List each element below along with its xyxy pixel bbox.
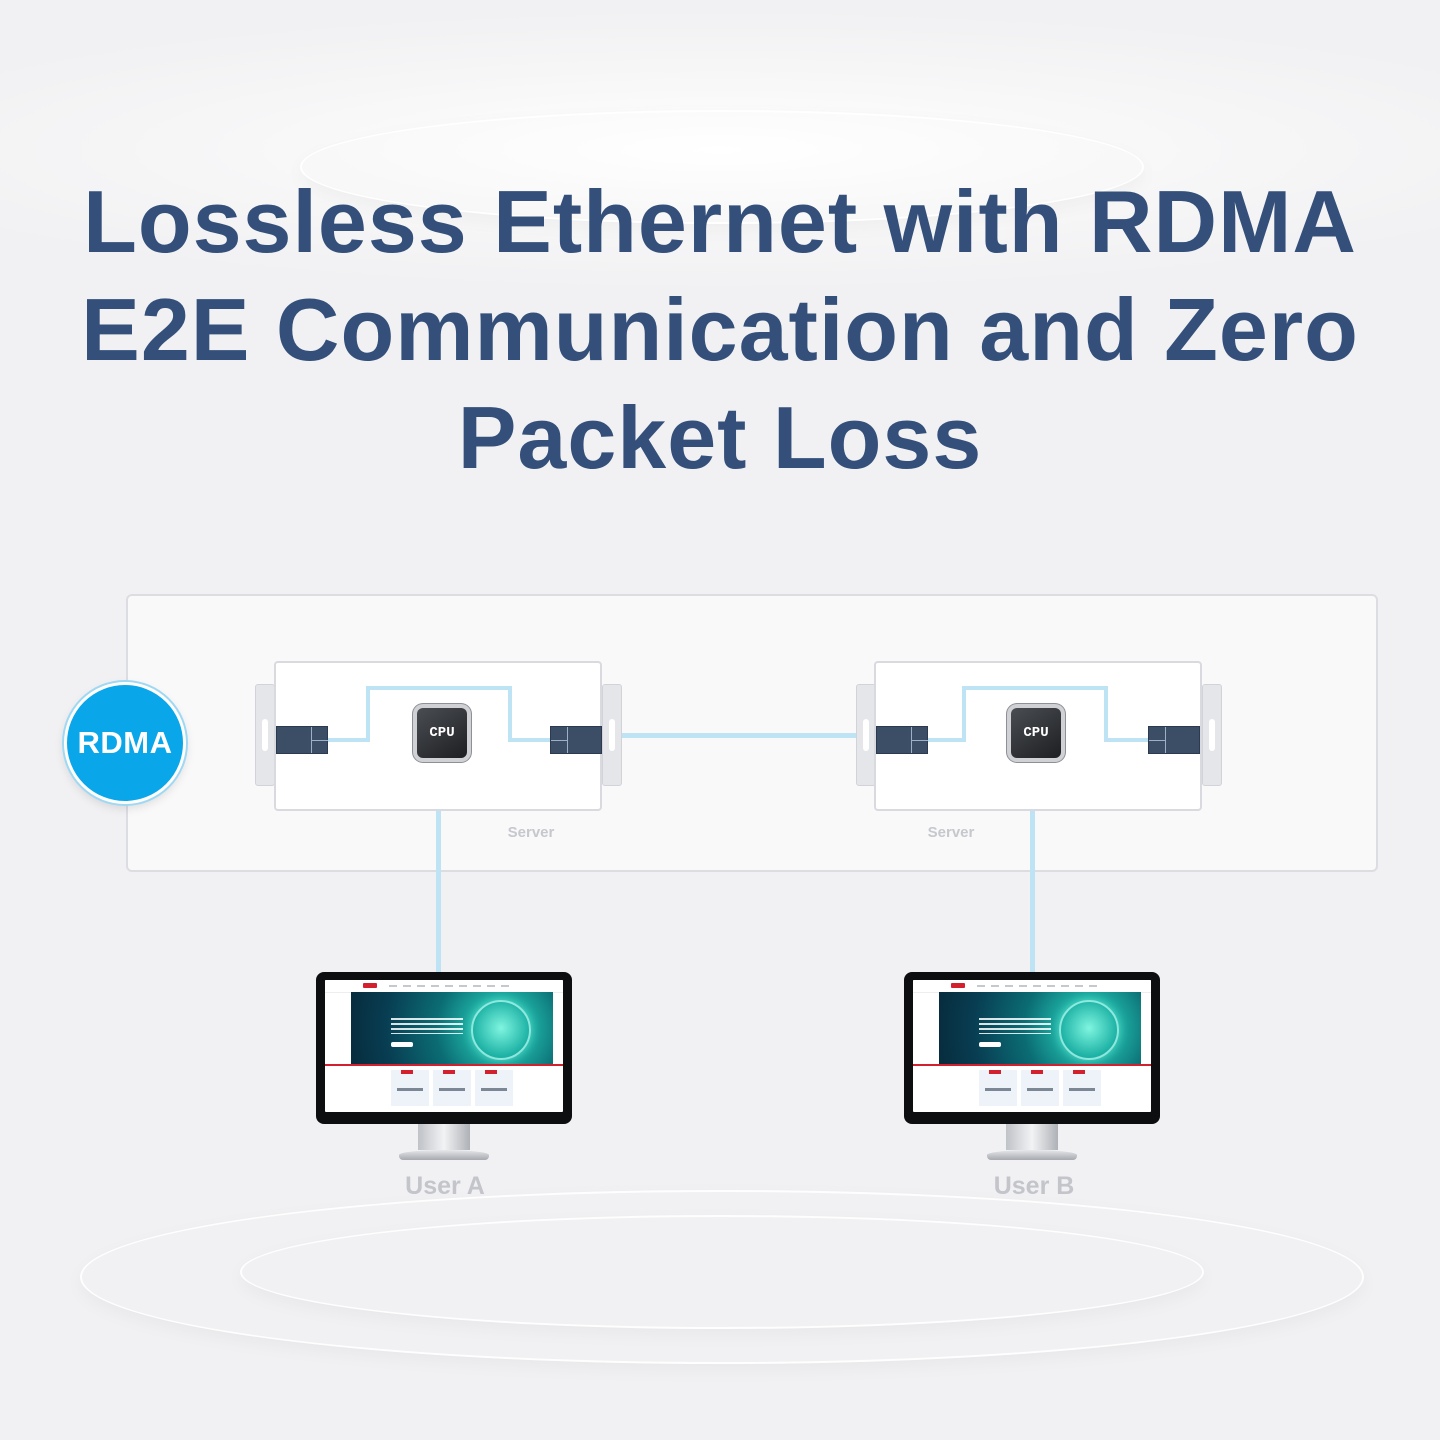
server-b-internal-link xyxy=(1104,686,1108,742)
background-ring xyxy=(80,1190,1364,1364)
server-b-cpu-icon: CPU xyxy=(1011,708,1061,758)
user-a-screen xyxy=(325,980,563,1112)
server-a-internal-link xyxy=(508,738,552,742)
server-a-internal-link xyxy=(366,686,512,690)
server-a-internal-link xyxy=(366,686,370,742)
server-a-cpu-icon: CPU xyxy=(417,708,467,758)
server-a-cpu-label: CPU xyxy=(429,725,455,741)
user-a-monitor-icon xyxy=(316,972,572,1160)
rdma-badge-label: RDMA xyxy=(77,725,173,760)
server-a-left-rail xyxy=(255,684,275,786)
user-b-monitor-icon xyxy=(904,972,1160,1160)
server-a-internal-link xyxy=(326,738,370,742)
server-b-cpu-label: CPU xyxy=(1023,725,1049,741)
inter-server-link xyxy=(620,733,858,738)
server-a-left-port xyxy=(276,726,328,754)
server-b-internal-link xyxy=(962,686,1108,690)
user-b-screen xyxy=(913,980,1151,1112)
server-a-user-link xyxy=(436,811,441,974)
server-a-internal-link xyxy=(508,686,512,742)
server-a-right-port xyxy=(550,726,602,754)
server-b-internal-link xyxy=(1104,738,1150,742)
server-b-label: Server xyxy=(927,824,975,841)
server-a-label: Server xyxy=(507,824,555,841)
page-title: Lossless Ethernet with RDMA E2E Communic… xyxy=(81,172,1359,487)
server-b-internal-link xyxy=(962,686,966,742)
server-b-right-port xyxy=(1148,726,1200,754)
server-a-right-rail xyxy=(602,684,622,786)
server-b-internal-link xyxy=(926,738,966,742)
user-b-label: User B xyxy=(993,1172,1075,1200)
rdma-badge: RDMA xyxy=(64,682,186,804)
server-b-right-rail xyxy=(1202,684,1222,786)
user-a-label: User A xyxy=(405,1172,485,1200)
server-b-user-link xyxy=(1030,811,1035,974)
server-b-left-rail xyxy=(856,684,876,786)
background-ring xyxy=(240,1215,1204,1329)
server-b-left-port xyxy=(876,726,928,754)
